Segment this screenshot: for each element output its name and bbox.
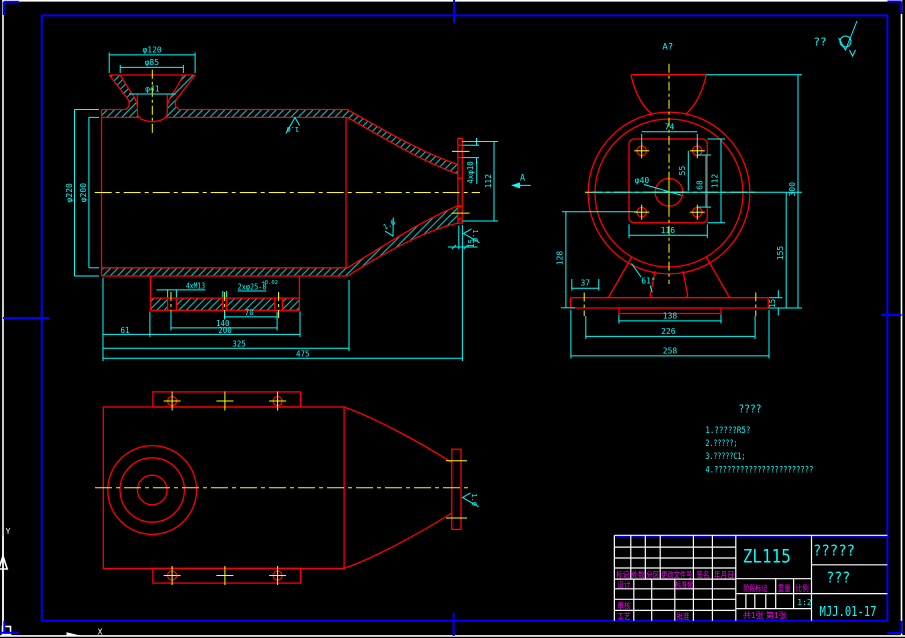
technical-notes: ???? 1.?????R5? 2.?????; 3.?????C1; 4.??… (705, 403, 813, 476)
label-d226: 226 (661, 327, 676, 336)
mid-header-stage: 阶段标记 (743, 583, 767, 593)
row-label-review: 审核 (617, 601, 630, 611)
label-phi220: φ220 (65, 183, 74, 202)
label-d258: 258 (663, 346, 678, 355)
label-phi41: φ41 (145, 84, 160, 93)
label-phi200: φ200 (79, 183, 88, 202)
roughness-cone-wall-value: 1.6 (382, 218, 397, 231)
roughness-cone-wall: 1.6 (382, 217, 397, 237)
label-side-112: 112 (711, 174, 720, 189)
general-note-text: ?? (813, 36, 826, 49)
part-name: ??? (826, 569, 850, 587)
label-d128: 128 (556, 251, 565, 266)
row-label-process: 工艺 (617, 612, 630, 621)
drawing-code: ZL115 (743, 546, 791, 568)
label-d138: 138 (663, 312, 678, 321)
ucs-x-label: X (98, 628, 103, 637)
view-label-a: A? (662, 43, 673, 53)
side-view: 74 55 68 112 116 φ40 37 61° 128 138 226 … (556, 43, 802, 359)
note-line-3: 3.?????C1; (705, 452, 745, 462)
label-d70: 70 (245, 308, 255, 317)
label-d140: 140 (216, 319, 230, 328)
roughness-all-icon (838, 20, 858, 58)
rev-header-3: 更改文件号 (661, 570, 692, 580)
rev-header-5: 年月日 (714, 570, 734, 580)
label-pad-bolt-holes: 4xM13 (186, 281, 205, 290)
row-label-design: 设计 (617, 580, 630, 590)
note-line-4: 4.??????????????????????? (705, 465, 813, 475)
label-dowel-tol: +0.02 (262, 280, 279, 286)
mid-header-scale: 比例 (796, 583, 809, 593)
title-block: ZL115 ????? ??? MJJ.01-17 1:2 共1张 第1张 标记… (613, 534, 889, 622)
label-flange-bolt-holes: 4xφ10 (466, 161, 475, 184)
general-roughness-note: ?? (813, 20, 858, 58)
roughness-front-flange: 1.6 (462, 228, 480, 244)
label-phi120: φ120 (142, 45, 161, 54)
scale-value: 1:2 (797, 598, 812, 607)
label-d55: 55 (678, 166, 687, 176)
company-title: ????? (813, 542, 855, 560)
label-d200: 200 (218, 326, 232, 335)
row-label-approve: 批准 (677, 611, 690, 621)
label-pad-dowel-holes: 2xφ25-0 (238, 283, 267, 292)
label-d155: 155 (776, 246, 785, 261)
label-d116: 116 (661, 226, 676, 235)
rev-header-4: 签名 (697, 570, 710, 580)
roughness-top-wall: 1.6 (285, 116, 301, 134)
label-front-112: 112 (484, 174, 493, 189)
sheet-note: 共1张 第1张 (743, 610, 787, 620)
label-d74: 74 (665, 123, 675, 132)
rev-header-1: 处数 (632, 570, 645, 580)
label-d325: 325 (232, 340, 246, 349)
label-d300: 300 (788, 182, 797, 197)
roughness-bottom-flange-value: 1.6 (470, 493, 478, 506)
label-bore: φ40 (635, 176, 650, 185)
ucs-icon: Y X (0, 527, 103, 637)
label-front-15: 15 (467, 239, 476, 248)
label-angle-61: 61° (641, 277, 655, 286)
label-phi85: φ85 (145, 58, 160, 67)
note-line-2: 2.?????; (705, 439, 737, 449)
view-arrow-a-label: A (520, 174, 525, 184)
label-side-15: 15 (768, 299, 777, 308)
label-d61: 61 (120, 326, 129, 335)
rev-header-2: 分区 (646, 571, 659, 580)
label-d475: 475 (296, 350, 310, 359)
drawing-number: MJJ.01-17 (820, 605, 877, 620)
roughness-bottom-flange: 1.6 (461, 492, 479, 508)
rev-header-0: 标记 (616, 570, 629, 580)
bottom-view (95, 391, 470, 585)
notes-title: ???? (739, 403, 762, 416)
ucs-y-label: Y (6, 527, 11, 536)
roughness-front-flange-value: 1.6 (471, 229, 479, 242)
front-section-view: φ120 φ85 φ41 φ220 φ200 70 140 61 200 325… (65, 45, 531, 361)
row-label-standardization: 标准化 (675, 580, 693, 590)
label-d68: 68 (696, 180, 705, 190)
label-d37: 37 (580, 279, 590, 288)
note-line-1: 1.?????R5? (705, 426, 750, 436)
roughness-top-wall-value: 1.6 (286, 125, 299, 133)
mid-header-weight: 重量 (778, 583, 791, 593)
